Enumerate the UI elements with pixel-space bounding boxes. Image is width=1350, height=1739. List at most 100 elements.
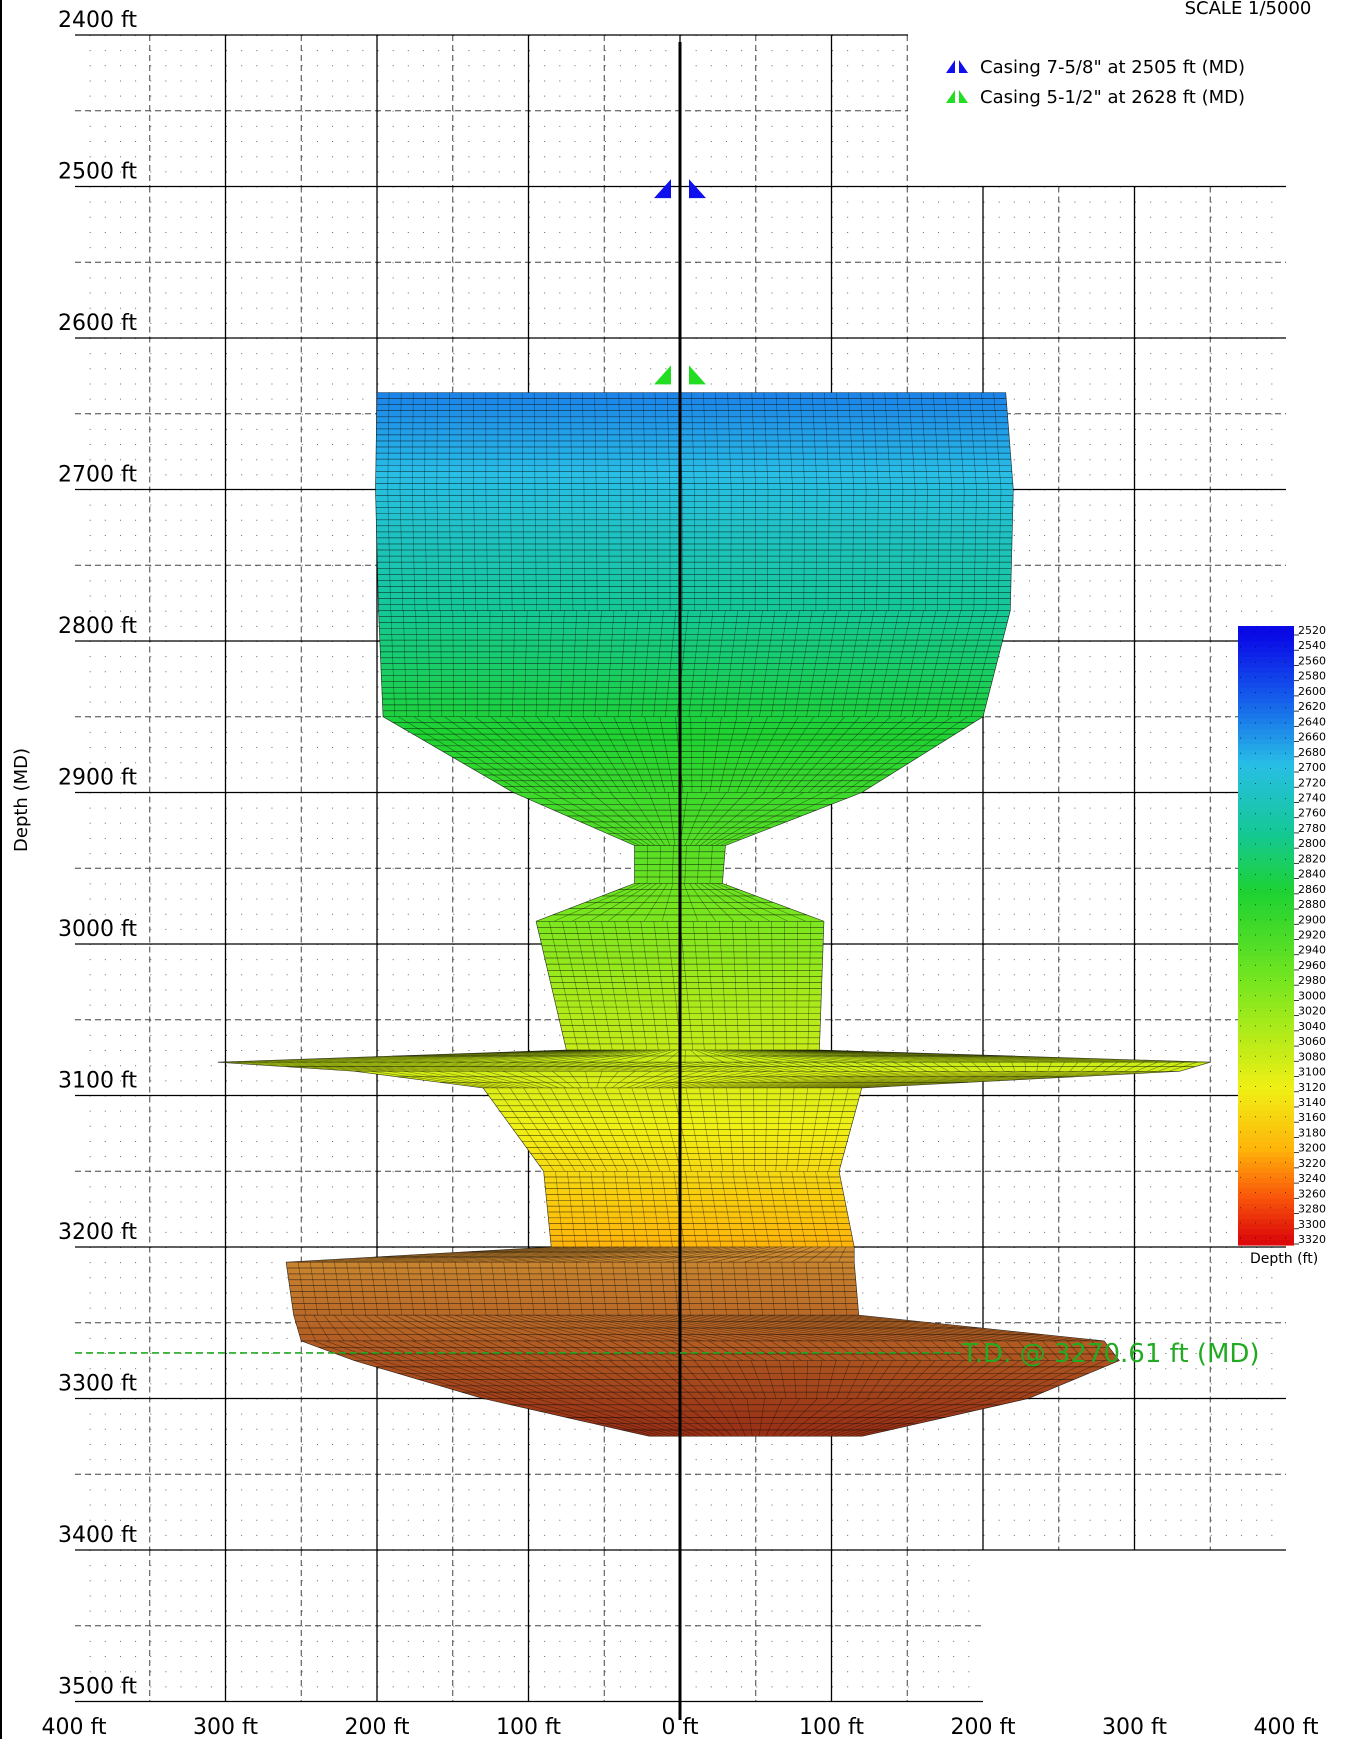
colorbar-segment bbox=[1238, 806, 1294, 813]
colorbar-segment bbox=[1238, 739, 1294, 746]
colorbar-segment bbox=[1238, 930, 1294, 937]
cavity-body bbox=[217, 42, 1211, 1720]
colorbar-segment bbox=[1238, 1028, 1294, 1035]
colorbar-segment bbox=[1238, 961, 1294, 968]
colorbar-tick-label: 2900 bbox=[1298, 913, 1326, 926]
casing-marker-icon bbox=[959, 60, 968, 73]
colorbar-tick-label: 3280 bbox=[1298, 1203, 1326, 1216]
colorbar-segment bbox=[1238, 832, 1294, 839]
colorbar-tick-label: 3260 bbox=[1298, 1187, 1326, 1200]
td-label: T.D. @ 3270.61 ft (MD) bbox=[961, 1339, 1260, 1369]
colorbar-segment bbox=[1238, 656, 1294, 663]
colorbar-tick-label: 2820 bbox=[1298, 852, 1326, 865]
x-tick-label: 400 ft bbox=[42, 1715, 107, 1739]
colorbar-segment bbox=[1238, 822, 1294, 828]
colorbar-segment bbox=[1238, 1229, 1294, 1236]
colorbar-segment bbox=[1238, 687, 1294, 694]
colorbar-tick-label: 2660 bbox=[1298, 731, 1326, 744]
colorbar-segment bbox=[1238, 626, 1294, 632]
colorbar-segment bbox=[1238, 909, 1294, 916]
colorbar-tick-label: 3060 bbox=[1298, 1035, 1326, 1048]
colorbar-segment bbox=[1238, 1038, 1294, 1045]
legend-item-casing-5-1-2: Casing 5-1/2" at 2628 ft (MD) bbox=[946, 87, 1245, 108]
colorbar-segment bbox=[1238, 847, 1294, 854]
colorbar-tick-label: 3020 bbox=[1298, 1005, 1326, 1018]
colorbar-segment bbox=[1238, 956, 1294, 962]
colorbar-tick-label: 2560 bbox=[1298, 654, 1326, 667]
colorbar-segment bbox=[1238, 770, 1294, 777]
colorbar-segment bbox=[1238, 878, 1294, 885]
colorbar-segment bbox=[1238, 785, 1294, 792]
scale-label: SCALE 1/5000 bbox=[1185, 0, 1312, 19]
colorbar-segment bbox=[1238, 1208, 1294, 1215]
colorbar-segment bbox=[1238, 997, 1294, 1004]
colorbar-tick-label: 3200 bbox=[1298, 1142, 1326, 1155]
colorbar-segment bbox=[1238, 811, 1294, 818]
casing-shoe-marker bbox=[689, 365, 706, 385]
colorbar-segment bbox=[1238, 1203, 1294, 1210]
colorbar-segment bbox=[1238, 708, 1294, 715]
colorbar-tick-label: 2700 bbox=[1298, 761, 1326, 774]
colorbar-segment bbox=[1238, 667, 1294, 674]
colorbar-segment bbox=[1238, 780, 1294, 787]
colorbar-segment bbox=[1238, 1177, 1294, 1184]
casing-marker-icon bbox=[946, 60, 955, 73]
colorbar-segment bbox=[1238, 1018, 1294, 1024]
casing-marker-icon bbox=[946, 90, 955, 103]
colorbar-tick-label: 2860 bbox=[1298, 883, 1326, 896]
depth-tick-label: 3100 ft bbox=[58, 1069, 137, 1094]
colorbar-tick-label: 2600 bbox=[1298, 685, 1326, 698]
colorbar-segment bbox=[1238, 636, 1294, 643]
colorbar-segment bbox=[1238, 744, 1294, 751]
colorbar-segment bbox=[1238, 703, 1294, 710]
legend-item-casing-7-5-8: Casing 7-5/8" at 2505 ft (MD) bbox=[946, 57, 1245, 78]
x-tick-label: 400 ft bbox=[1254, 1715, 1319, 1739]
colorbar-segment bbox=[1238, 1152, 1294, 1158]
colorbar-segment bbox=[1238, 760, 1294, 766]
colorbar-segment bbox=[1238, 724, 1294, 730]
colorbar-segment bbox=[1238, 646, 1294, 653]
colorbar-segment bbox=[1238, 1074, 1294, 1081]
colorbar-segment bbox=[1238, 1219, 1294, 1225]
colorbar-tick-label: 2740 bbox=[1298, 791, 1326, 804]
colorbar-segment bbox=[1238, 718, 1294, 725]
colorbar-segment bbox=[1238, 662, 1294, 668]
colorbar-tick-label: 2680 bbox=[1298, 746, 1326, 759]
depth-tick-label: 2700 ft bbox=[58, 463, 137, 488]
x-tick-label: 300 ft bbox=[193, 1715, 258, 1739]
colorbar-segment bbox=[1238, 1214, 1294, 1220]
colorbar-segment bbox=[1238, 987, 1294, 993]
colorbar-segment bbox=[1238, 873, 1294, 880]
colorbar-tick-label: 2640 bbox=[1298, 715, 1326, 728]
colorbar-tick-label: 2760 bbox=[1298, 807, 1326, 820]
colorbar-segment bbox=[1238, 713, 1294, 720]
depth-tick-label: 3400 ft bbox=[58, 1523, 137, 1548]
colorbar-tick-label: 2720 bbox=[1298, 776, 1326, 789]
legend-label: Casing 7-5/8" at 2505 ft (MD) bbox=[980, 57, 1245, 78]
colorbar-segment bbox=[1238, 1007, 1294, 1014]
x-tick-label: 100 ft bbox=[799, 1715, 864, 1739]
colorbar-segment bbox=[1238, 672, 1294, 679]
colorbar-tick-label: 3160 bbox=[1298, 1111, 1326, 1124]
depth-tick-label: 3500 ft bbox=[58, 1675, 137, 1700]
colorbar-tick-label: 2960 bbox=[1298, 959, 1326, 972]
colorbar-segment bbox=[1238, 1033, 1294, 1040]
colorbar-segment bbox=[1238, 734, 1294, 741]
depth-tick-label: 2800 ft bbox=[58, 614, 137, 639]
casing-shoe-marker bbox=[689, 179, 706, 199]
colorbar-segment bbox=[1238, 801, 1294, 808]
x-tick-label: 300 ft bbox=[1102, 1715, 1167, 1739]
colorbar-segment bbox=[1238, 1121, 1294, 1127]
colorbar-segment bbox=[1238, 1048, 1294, 1055]
casing-shoe-marker bbox=[654, 365, 671, 385]
colorbar-segment bbox=[1238, 1054, 1294, 1060]
y-axis-title: Depth (MD) bbox=[11, 748, 32, 852]
legend-label: Casing 5-1/2" at 2628 ft (MD) bbox=[980, 87, 1245, 108]
colorbar-segment bbox=[1238, 827, 1294, 833]
colorbar-segment bbox=[1238, 1002, 1294, 1009]
colorbar-tick-label: 3120 bbox=[1298, 1081, 1326, 1094]
colorbar-segment bbox=[1238, 1090, 1294, 1097]
casing-shoe-marker bbox=[654, 179, 671, 199]
colorbar-segment bbox=[1238, 1023, 1294, 1029]
colorbar-tick-label: 3240 bbox=[1298, 1172, 1326, 1185]
